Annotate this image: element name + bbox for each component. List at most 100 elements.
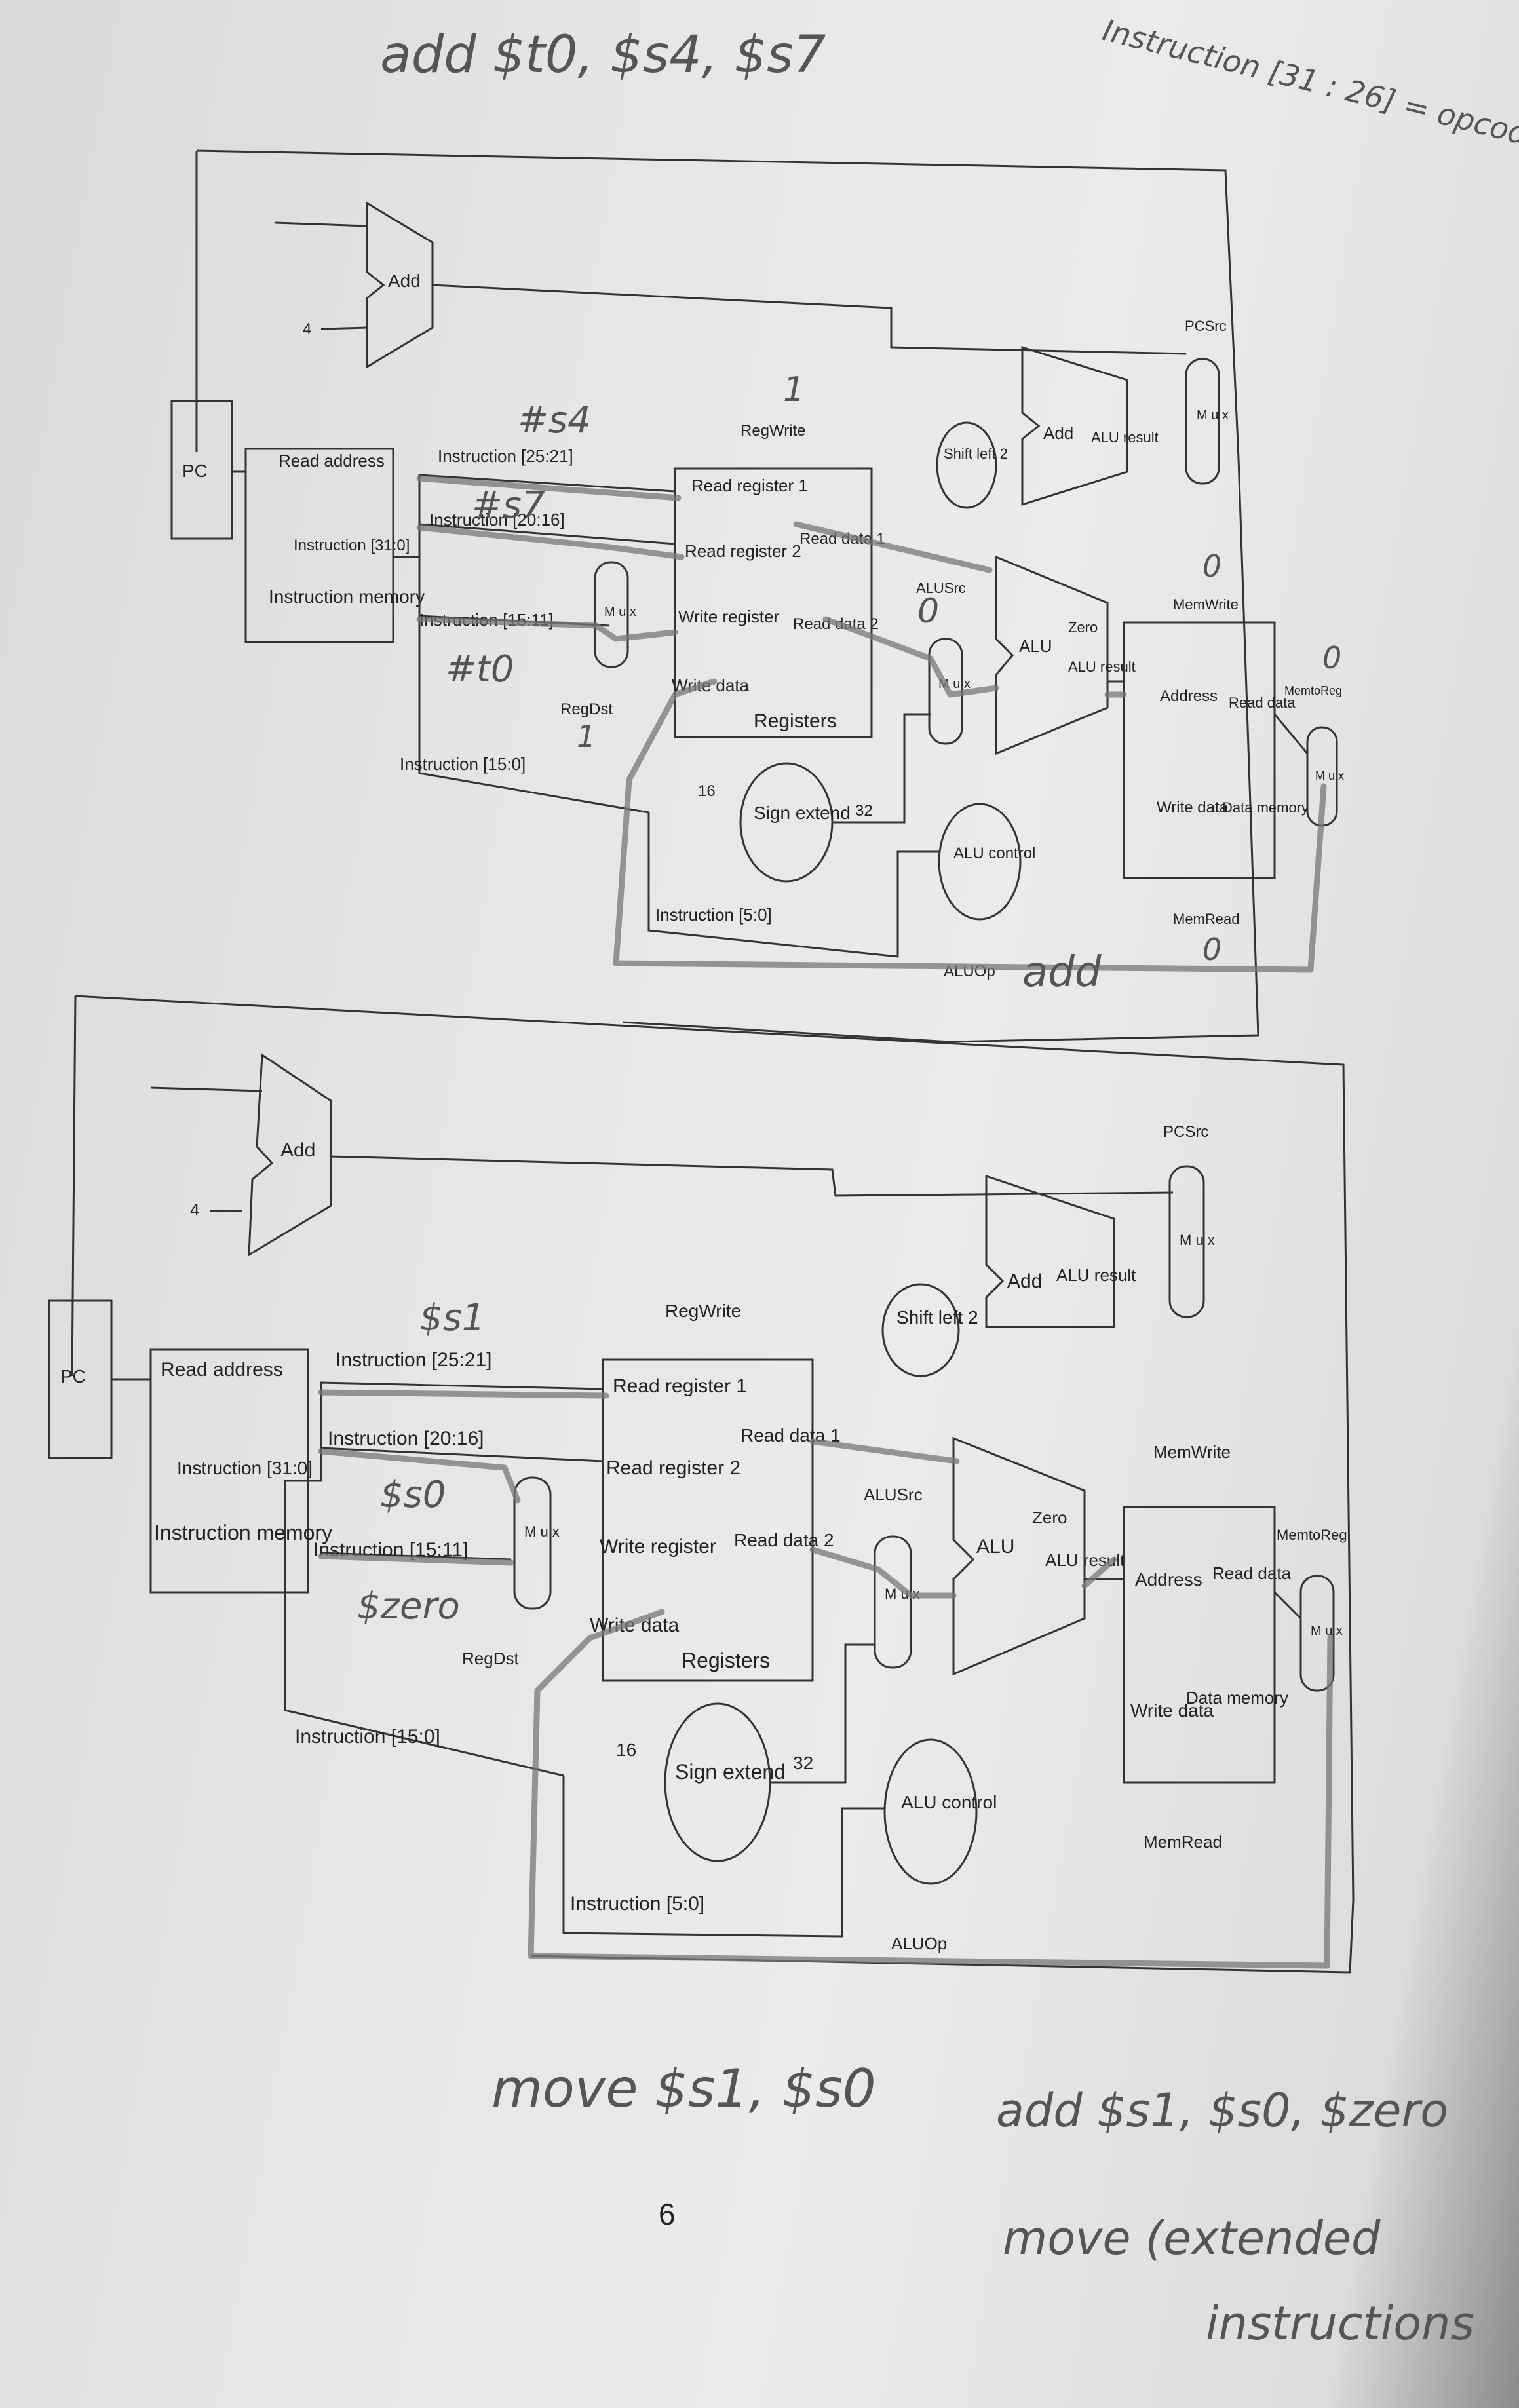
top-sign-extend-label: Sign extend [754,803,851,823]
bottom-pcsrc-mux-label: M u x [1180,1232,1215,1248]
hw-top-alusrc-val: 0 [917,592,939,631]
bottom-alu-label: ALU [976,1536,1014,1558]
top-pcsrc-mux-label: M u x [1197,408,1229,423]
bottom-regdst-mux-label: M u x [524,1523,560,1540]
top-alu-result-label: ALU result [1068,659,1136,675]
top-instr-15-0: Instruction [15:0] [400,754,526,774]
bottom-memtoreg-label: MemtoReg [1277,1527,1347,1543]
bottom-alu-control-label: ALU control [901,1792,997,1812]
hw-bottom-line2: move (extended [1003,2211,1381,2265]
top-write-data-mem: Write data [1157,799,1229,816]
bottom-shift-left-2 [881,1283,960,1377]
bottom-aluop-label: ALUOp [891,1934,947,1953]
top-memtoreg-mux-label: M u x [1315,769,1344,782]
top-alu [995,555,1109,755]
bottom-pcsrc-mux [1168,1165,1205,1318]
hw-bottom-s1: $s1 [419,1297,485,1339]
hw-top-memread-val: 0 [1202,932,1221,967]
bottom-read-register-1: Read register 1 [613,1375,747,1397]
top-data-memory [1123,621,1276,879]
top-regwrite-label: RegWrite [740,422,806,440]
bottom-instr-15-0: Instruction [15:0] [295,1726,440,1748]
top-alu-label: ALU [1019,636,1052,656]
top-alusrc-label: ALUSrc [916,580,966,596]
bottom-memread-label: MemRead [1144,1832,1222,1852]
top-read-data: Read data [1229,695,1296,711]
bottom-instruction-memory [149,1348,309,1594]
bottom-write-register: Write register [600,1536,716,1558]
top-zero-label: Zero [1068,619,1098,636]
top-instruction-31-0: Instruction [31:0] [294,537,410,554]
bottom-four-label: 4 [190,1200,199,1219]
top-thirtytwo: 32 [855,802,873,820]
bottom-alu-result-branch: ALU result [1056,1265,1136,1285]
top-registers [674,467,873,738]
top-add-branch [1021,345,1128,506]
bottom-regwrite-label: RegWrite [665,1301,741,1321]
top-add-pc [366,201,434,369]
top-add-branch-label: Add [1043,423,1073,443]
bottom-sign-extend-label: Sign extend [675,1760,786,1784]
top-four-label: 4 [303,320,311,338]
bottom-alu [952,1436,1086,1676]
hw-bottom-line3: instructions [1206,2297,1474,2350]
bottom-thirtytwo: 32 [793,1753,813,1773]
bottom-pcsrc-label: PCSrc [1163,1123,1208,1141]
bottom-regdst-mux [513,1476,552,1610]
hw-top-aluop-val: add [1022,948,1102,997]
top-regdst-label: RegDst [560,700,613,718]
bottom-read-address: Read address [161,1359,283,1381]
top-memread-label: MemRead [1173,911,1239,927]
bottom-datapath: PC Add 4 PCSrc M u x Add ALU result Shif… [48,995,1355,1974]
bottom-shift-label: Shift left 2 [896,1307,978,1328]
hw-top-memtoreg-val: 0 [1322,640,1341,676]
top-alu-control-label: ALU control [953,845,1035,862]
bottom-add-pc [248,1053,332,1257]
top-sixteen: 16 [698,782,716,800]
page-number: 6 [659,2197,676,2231]
top-regdst-mux [594,561,629,668]
hw-top-s7: #s7 [472,484,545,527]
bottom-zero-label: Zero [1032,1508,1067,1527]
top-instruction-memory-label: Instruction memory [269,586,425,607]
top-write-register: Write register [678,607,779,626]
hw-top-right: Instruction [31 : 26] = opcode [1099,12,1519,156]
hw-top-s4: #s4 [518,399,591,442]
top-pcsrc-label: PCSrc [1185,318,1227,334]
top-instr-5-0: Instruction [5:0] [655,905,772,925]
hw-bottom-zero: $zero [357,1585,460,1628]
top-add-label: Add [388,271,421,291]
bottom-alusrc-mux [874,1535,912,1669]
bottom-address: Address [1135,1569,1202,1590]
top-read-address: Read address [279,451,385,470]
top-shift-left-2 [936,421,997,509]
bottom-memwrite-label: MemWrite [1153,1442,1231,1462]
bottom-registers-label: Registers [682,1649,770,1672]
bottom-pc-label: PC [60,1366,86,1386]
top-alu-result-branch: ALU result [1091,429,1159,446]
bottom-memtoreg-mux [1299,1575,1335,1692]
bottom-instr-20-16: Instruction [20:16] [328,1428,484,1449]
bottom-read-register-2: Read register 2 [606,1457,740,1479]
bottom-sixteen: 16 [616,1740,636,1760]
top-pc-label: PC [182,461,208,481]
top-data-memory-label: Data memory [1222,799,1309,816]
bottom-add-label: Add [280,1139,315,1161]
top-memtoreg-label: MemtoReg [1284,684,1342,697]
bottom-data-memory-label: Data memory [1186,1688,1288,1708]
top-regdst-mux-label: M u x [604,605,636,619]
top-instr-20-16: Instruction [20:16] [429,510,565,529]
bottom-memtoreg-mux-label: M u x [1311,1624,1343,1638]
bottom-instruction-memory-label: Instruction memory [154,1521,332,1544]
bottom-instr-25-21: Instruction [25:21] [336,1349,491,1371]
bottom-registers [602,1358,814,1682]
bottom-read-data-2: Read data 2 [734,1530,834,1550]
bottom-alu-control [883,1738,978,1885]
bottom-instruction-31-0: Instruction [31:0] [177,1458,313,1478]
top-read-register-2: Read register 2 [685,541,801,561]
bottom-regdst-label: RegDst [462,1649,519,1668]
bottom-write-data-mem: Write data [1130,1700,1214,1721]
hw-bottom-s0: $s0 [380,1474,446,1516]
